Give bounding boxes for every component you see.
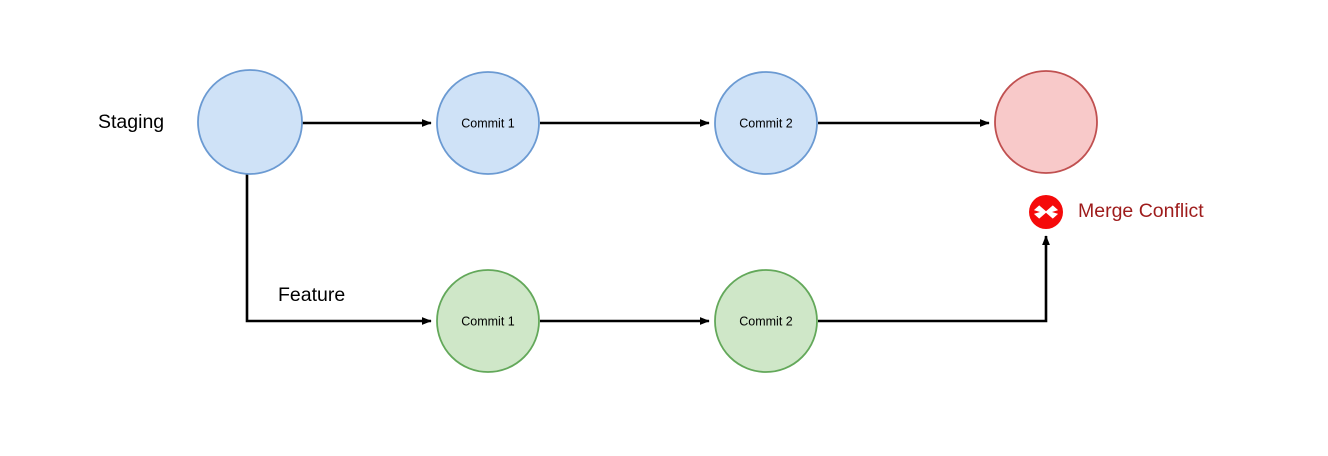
- staging-branch-group: Staging Commit 1 Commit 2: [98, 69, 818, 175]
- node-label-feature-commit-2: Commit 2: [739, 314, 793, 328]
- node-staging-commit-2[interactable]: [714, 71, 818, 175]
- branch-label-feature: Feature: [278, 284, 345, 306]
- feature-branch-group: Feature Commit 1 Commit 2: [278, 269, 818, 373]
- node-feature-commit-2[interactable]: [714, 269, 818, 373]
- edge-feature-commit-2-to-merge-conflict: [818, 235, 1050, 323]
- merge-conflict-label: Merge Conflict: [1078, 200, 1204, 222]
- edge-root-to-feature-commit-1: [245, 174, 432, 325]
- branch-label-staging: Staging: [98, 111, 164, 133]
- node-staging-root[interactable]: [197, 69, 303, 175]
- node-merge-target[interactable]: [994, 70, 1098, 174]
- error-x-circle-icon: [1029, 195, 1063, 229]
- edge-layer: [245, 119, 1050, 325]
- node-label-staging-commit-1: Commit 1: [461, 116, 515, 130]
- merge-conflict-group: Merge Conflict: [1029, 195, 1204, 229]
- node-feature-commit-1[interactable]: [436, 269, 540, 373]
- node-label-feature-commit-1: Commit 1: [461, 314, 515, 328]
- node-label-staging-commit-2: Commit 2: [739, 116, 793, 130]
- node-staging-commit-1[interactable]: [436, 71, 540, 175]
- merge-target-group: [994, 70, 1098, 174]
